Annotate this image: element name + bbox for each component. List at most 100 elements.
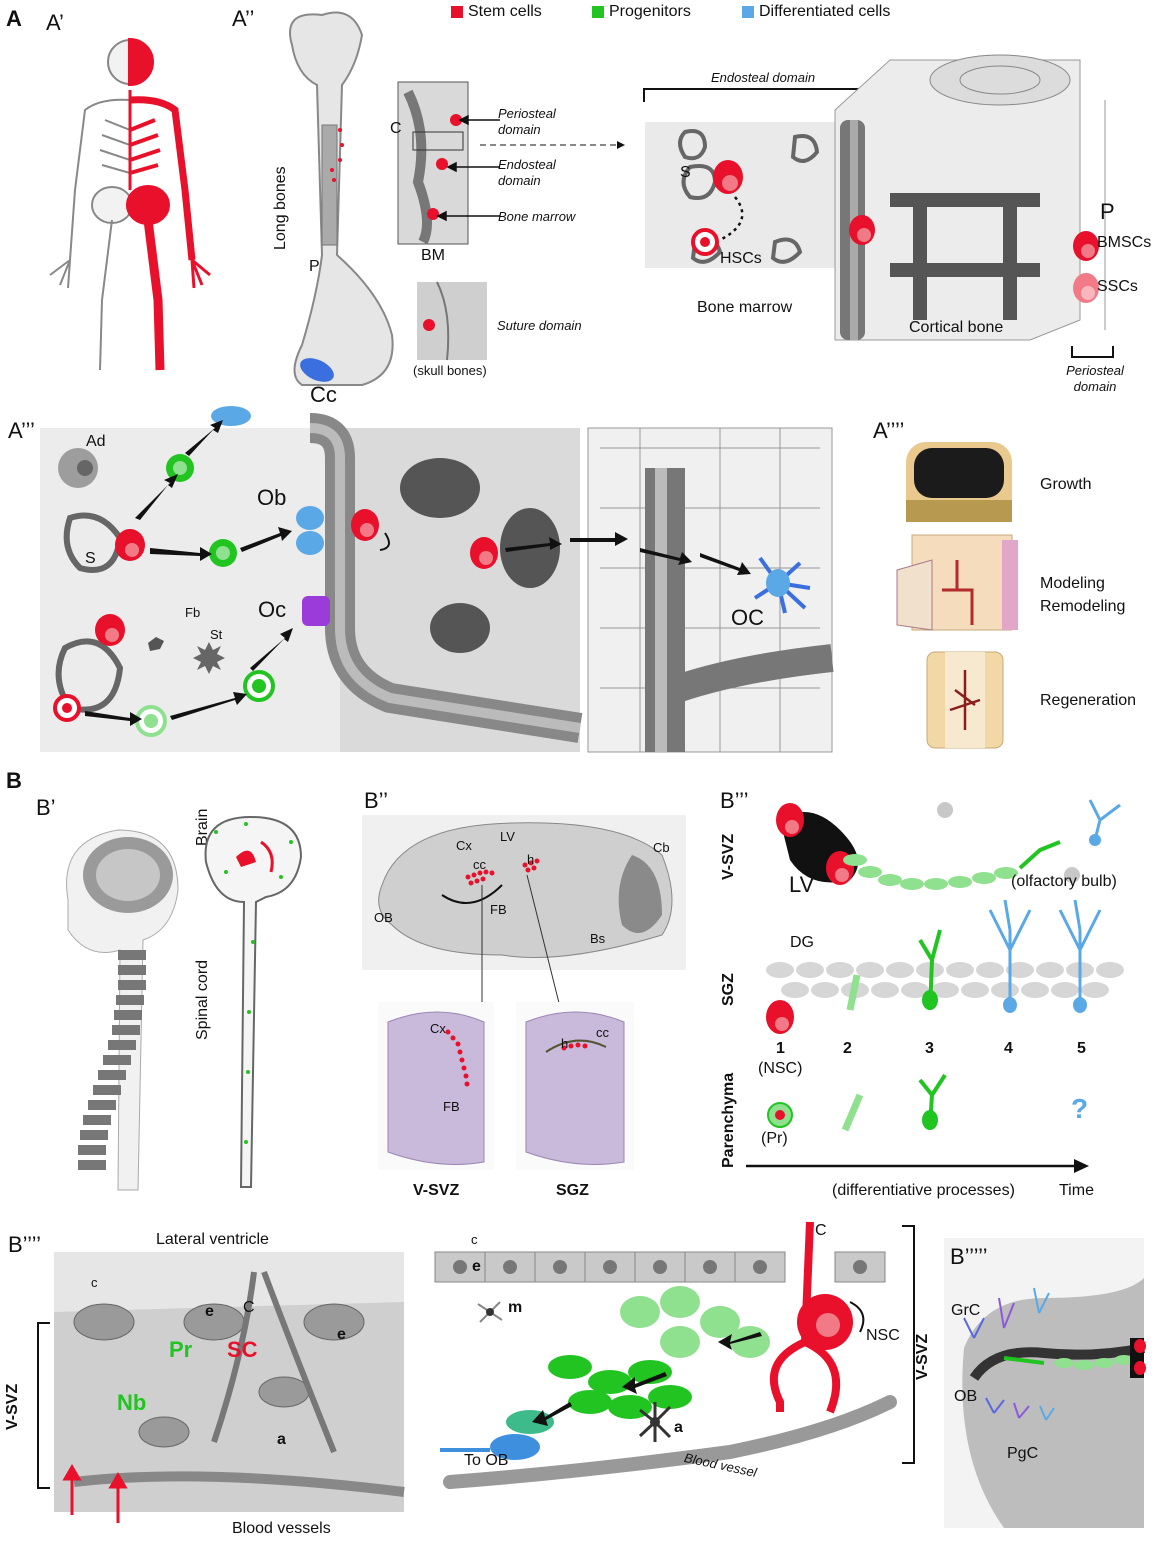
p-right-label: P (1100, 199, 1115, 224)
a-label-schematic: a (674, 1419, 683, 1436)
panel-a1-label: A’ (46, 10, 64, 35)
skull-sutures-image (417, 281, 487, 361)
c-label-schematic: c (471, 1232, 478, 1247)
stage-1: 1 (776, 1040, 785, 1057)
legend-label-progenitors: Progenitors (609, 3, 691, 20)
legend-swatch-stem (451, 6, 463, 18)
st-label: St (210, 627, 223, 642)
lv-row-label: LV (789, 872, 815, 897)
skull-bones-label: (skull bones) (413, 363, 487, 378)
p-label-bone: P (309, 258, 320, 275)
vsvz-bracket-left (37, 1322, 50, 1489)
diff-processes-label: (differentiative processes) (832, 1182, 1015, 1199)
panel-a3-label: A’’’ (8, 418, 35, 443)
nsc-lineage-schematic (434, 1221, 897, 1489)
time-arrow (746, 1159, 1089, 1173)
bs-label: Bs (590, 931, 606, 946)
cortical-bone-illustration (834, 54, 1106, 341)
suture-domain-label: Suture domain (497, 318, 582, 333)
fb-label-vsvz: FB (443, 1099, 460, 1114)
e-label-niche: e (205, 1303, 214, 1320)
panel-a-letter: A (6, 6, 22, 31)
bone-marrow-panel (645, 122, 845, 268)
c-big-label-schematic: C (815, 1222, 827, 1239)
fb-label: Fb (185, 605, 201, 620)
red-arrows (62, 1464, 128, 1523)
m-label: m (508, 1299, 523, 1316)
nsc-label-schematic: NSC (866, 1327, 900, 1344)
modeling-bone-image (896, 534, 1018, 631)
bmscs-label: BMSCs (1097, 234, 1152, 251)
question-mark: ? (1071, 1093, 1089, 1124)
ob-label-bulb: OB (954, 1388, 978, 1405)
cc-label-sgz: cc (596, 1025, 609, 1040)
ob-label: Ob (257, 485, 287, 510)
pr-paren-label: (Pr) (761, 1130, 788, 1147)
vsvz-side-label: V-SVZ (4, 1383, 21, 1430)
domain-arrows (436, 114, 625, 222)
bm-label: BM (421, 247, 445, 264)
s-label-marrow: S (680, 164, 691, 181)
vsvz-niche-illustration (54, 1252, 405, 1512)
fb-label-sag: FB (490, 902, 507, 917)
panel-b5-label: B’’’’’ (950, 1244, 988, 1269)
growth-bone-image (906, 442, 1012, 522)
vsvz-right-label: V-SVZ (914, 1333, 931, 1380)
s-label-niche: S (85, 550, 96, 567)
panel-b-letter: B (6, 768, 22, 793)
h-label-sgz: h (561, 1036, 569, 1051)
olfactory-bulb-label: (olfactory bulb) (1011, 873, 1117, 890)
long-bones-label: Long bones (272, 166, 289, 250)
bone-niche-illustration (40, 406, 834, 753)
pr-label: Pr (169, 1337, 193, 1362)
stage-3: 3 (925, 1040, 934, 1057)
cx-label-vsvz: Cx (430, 1021, 446, 1036)
panel-a4-label: A’’’’ (873, 418, 905, 443)
h-label-sag: h (527, 852, 535, 867)
c-label-zoom: C (390, 120, 402, 137)
cx-label: Cx (456, 838, 472, 853)
legend-label-differentiated: Differentiated cells (759, 3, 891, 20)
cc-label: Cc (310, 382, 337, 407)
sagittal-brain-section (362, 815, 686, 1016)
panel-b3-label: B’’’ (720, 788, 749, 813)
bone-marrow-label: Bone marrow (498, 209, 576, 224)
nsc-paren-label: (NSC) (758, 1060, 803, 1077)
hscs-label: HSCs (720, 250, 762, 267)
blood-vessels-label: Blood vessels (232, 1520, 331, 1537)
bone-marrow-caption: Bone marrow (697, 299, 793, 316)
neurogenesis-stages (766, 799, 1124, 1034)
stage-4: 4 (1004, 1040, 1013, 1057)
periosteal-bracket (1071, 346, 1114, 358)
growth-label: Growth (1040, 476, 1092, 493)
vsvz-caption: V-SVZ (413, 1182, 460, 1199)
regeneration-label: Regeneration (1040, 692, 1137, 709)
sgz-caption: SGZ (556, 1182, 589, 1199)
ad-label: Ad (86, 433, 106, 450)
stage-5: 5 (1077, 1040, 1086, 1057)
cortical-bone-caption: Cortical bone (909, 319, 1004, 336)
vsvz-row-label: V-SVZ (720, 833, 737, 880)
sc-label: SC (227, 1337, 258, 1362)
cb-label: Cb (653, 840, 670, 855)
ob-label-sag: OB (374, 910, 393, 925)
bone-zoom-box (397, 81, 469, 245)
oc-label: Oc (258, 597, 287, 622)
nb-label: Nb (117, 1390, 147, 1415)
human-cns-illustration (66, 829, 179, 1191)
parenchyma-row-label: Parenchyma (720, 1072, 737, 1168)
stage-2: 2 (843, 1040, 852, 1057)
panel-b2-label: B’’ (364, 788, 389, 813)
cns-outline-diagram (204, 815, 303, 1188)
remodeling-label: Remodeling (1040, 598, 1126, 615)
sgz-section-image (516, 1002, 634, 1170)
periosteal-domain-bottom: Periosteal domain (1066, 363, 1124, 394)
lateral-ventricle-label: Lateral ventricle (156, 1231, 269, 1248)
endosteal-domain-label: Endosteal domain (498, 157, 556, 188)
legend-swatch-differentiated (742, 6, 754, 18)
grc-label: GrC (951, 1302, 981, 1319)
endosteal-header-label: Endosteal domain (711, 70, 816, 85)
osteocyte-label: OC (731, 605, 764, 630)
periosteal-domain-label: Periosteal domain (498, 106, 556, 137)
modeling-label: Modeling (1040, 575, 1105, 592)
